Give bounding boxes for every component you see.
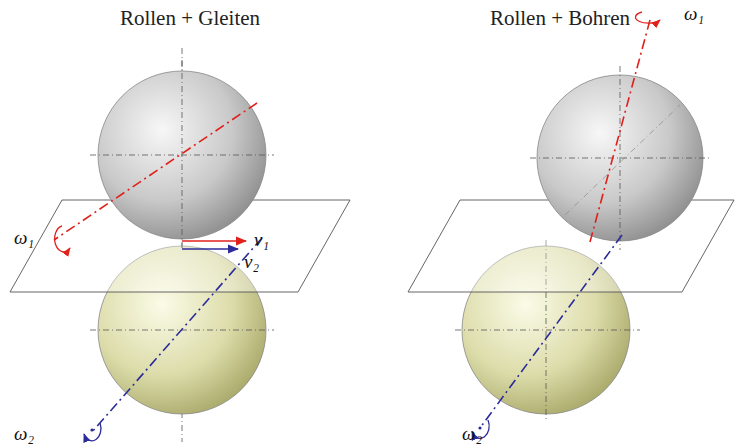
panel-title: Rollen + Bohren (490, 8, 630, 29)
angular-velocity: ω₁ (684, 4, 704, 23)
right-panel (408, 12, 734, 438)
angular-velocity: ω₂ (462, 424, 482, 443)
velocity-label: v₁ (254, 230, 269, 249)
velocity-label: v₂ (244, 252, 259, 271)
left-panel (10, 48, 350, 442)
panel-title: Rollen + Gleiten (120, 8, 260, 29)
angular-velocity: ω₁ (14, 228, 34, 247)
angular-velocity: ω₂ (14, 424, 34, 443)
